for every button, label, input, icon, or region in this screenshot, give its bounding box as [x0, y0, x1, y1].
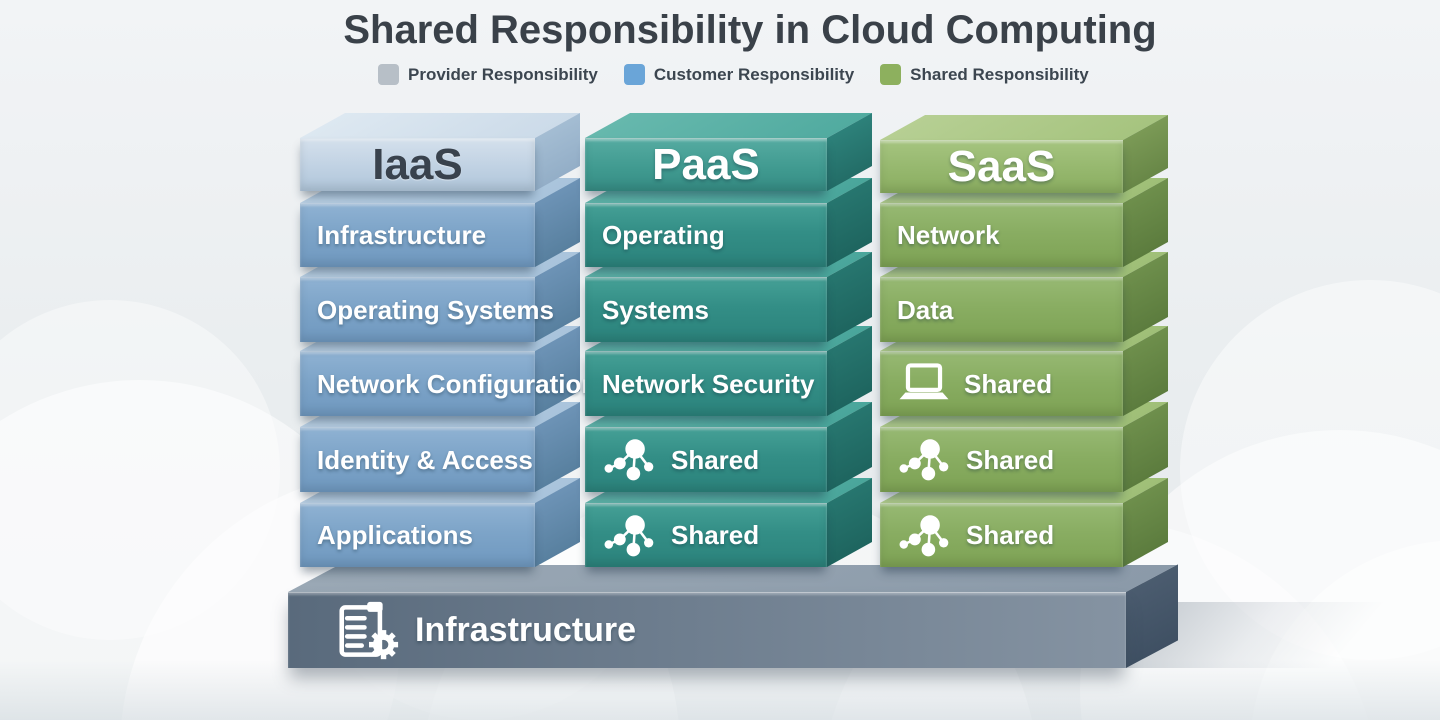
- saas-layer-block: Data: [880, 252, 1169, 342]
- cloud-shape: [0, 300, 280, 640]
- iaas-header-block: IaaS: [300, 113, 581, 191]
- block-label: Network Security: [602, 368, 815, 399]
- block-label: Shared: [966, 520, 1055, 550]
- legend-item-shared: Shared Responsibility: [880, 64, 1089, 85]
- block-front-face: Shared: [880, 503, 1123, 567]
- block-front-face: Network Security: [585, 351, 827, 416]
- iaas-layer-block: Applications: [300, 478, 581, 567]
- paas-layer-block: Network Security: [585, 326, 873, 416]
- block-front-face: Shared: [585, 503, 827, 567]
- block-label: PaaS: [652, 140, 760, 189]
- server-gear-icon: [336, 601, 402, 661]
- block-front-face: Infrastructure: [288, 592, 1126, 668]
- saas-layer-block: Shared: [880, 326, 1169, 416]
- block-label: SaaS: [947, 142, 1056, 191]
- block-front-face: Shared: [880, 351, 1123, 416]
- block-label: Shared: [966, 444, 1055, 475]
- block-front-face: Identity & Access: [300, 427, 535, 492]
- paas-layer-block: Operating: [585, 178, 873, 267]
- block-front-face: Network Configuration: [300, 351, 597, 416]
- block-label: Infrastructure: [317, 220, 487, 250]
- block-front-face: PaaS: [585, 138, 827, 191]
- network-nodes-icon: [602, 435, 658, 485]
- block-front-face: Systems: [585, 277, 827, 342]
- block-front-face: Operating: [585, 203, 827, 267]
- block-front-face: Shared: [880, 427, 1123, 492]
- block-label: Shared: [671, 520, 760, 550]
- floor-gradient: [0, 660, 1440, 720]
- block-label: Shared: [964, 368, 1053, 399]
- iaas-layer-block: Network Configuration: [300, 326, 597, 416]
- block-label: Systems: [602, 294, 709, 325]
- saas-header-block: SaaS: [880, 115, 1169, 193]
- block-top-face: [585, 113, 873, 138]
- block-top-face: [300, 113, 581, 138]
- block-front-face: Applications: [300, 503, 535, 567]
- provider-swatch-icon: [378, 64, 399, 85]
- block-label: Data: [897, 294, 954, 325]
- column-iaas: IaaS Infrastructure Operating Systems Ne…: [300, 0, 597, 720]
- block-label: Network: [897, 220, 1000, 250]
- block-front-face: Operating Systems: [300, 277, 554, 342]
- paas-header-block: PaaS: [585, 113, 873, 191]
- page-title: Shared Responsibility in Cloud Computing: [343, 8, 1157, 52]
- block-label: Applications: [317, 520, 474, 550]
- iaas-layer-block: Operating Systems: [300, 252, 581, 342]
- shared-swatch-icon: [880, 64, 902, 85]
- block-front-face: Shared: [585, 427, 827, 492]
- legend: Provider Responsibility Customer Respons…: [378, 64, 1158, 85]
- block-label: Operating Systems: [317, 294, 554, 325]
- legend-item-provider: Provider Responsibility: [378, 64, 598, 85]
- paas-layer-block: Systems: [585, 252, 873, 342]
- customer-swatch-icon: [623, 64, 645, 85]
- block-label: Network Configuration: [317, 368, 598, 399]
- paas-layer-block: Shared: [585, 402, 873, 492]
- network-nodes-icon: [897, 511, 953, 561]
- iaas-layer-block: Infrastructure: [300, 178, 581, 267]
- block-top-face: [880, 115, 1169, 140]
- block-label: IaaS: [372, 140, 463, 189]
- iaas-layer-block: Identity & Access: [300, 402, 581, 492]
- legend-label: Provider Responsibility: [408, 64, 598, 84]
- block-label: Operating: [602, 220, 725, 250]
- legend-item-customer: Customer Responsibility: [623, 64, 855, 85]
- saas-layer-block: Network: [880, 178, 1169, 267]
- network-nodes-icon: [897, 435, 953, 485]
- saas-layer-block: Shared: [880, 402, 1169, 492]
- block-front-face: IaaS: [300, 138, 535, 191]
- paas-layer-block: Shared: [585, 478, 873, 567]
- block-front-face: SaaS: [880, 140, 1123, 193]
- column-saas: SaaS Network Data: [880, 0, 1169, 720]
- block-front-face: Data: [880, 277, 1123, 342]
- saas-layer-block: Shared: [880, 478, 1169, 567]
- legend-label: Shared Responsibility: [910, 64, 1089, 84]
- legend-label: Customer Responsibility: [653, 64, 855, 84]
- block-label: Identity & Access: [317, 444, 533, 475]
- block-front-face: Network: [880, 203, 1123, 267]
- base-infrastructure-block: Infrastructure: [288, 564, 1178, 668]
- laptop-icon: [897, 362, 951, 406]
- column-paas: PaaS Operating Systems Network Security: [585, 0, 873, 720]
- block-label: Shared: [671, 444, 760, 475]
- block-front-face: Infrastructure: [300, 203, 535, 267]
- network-nodes-icon: [602, 511, 658, 561]
- block-label: Infrastructure: [415, 611, 637, 649]
